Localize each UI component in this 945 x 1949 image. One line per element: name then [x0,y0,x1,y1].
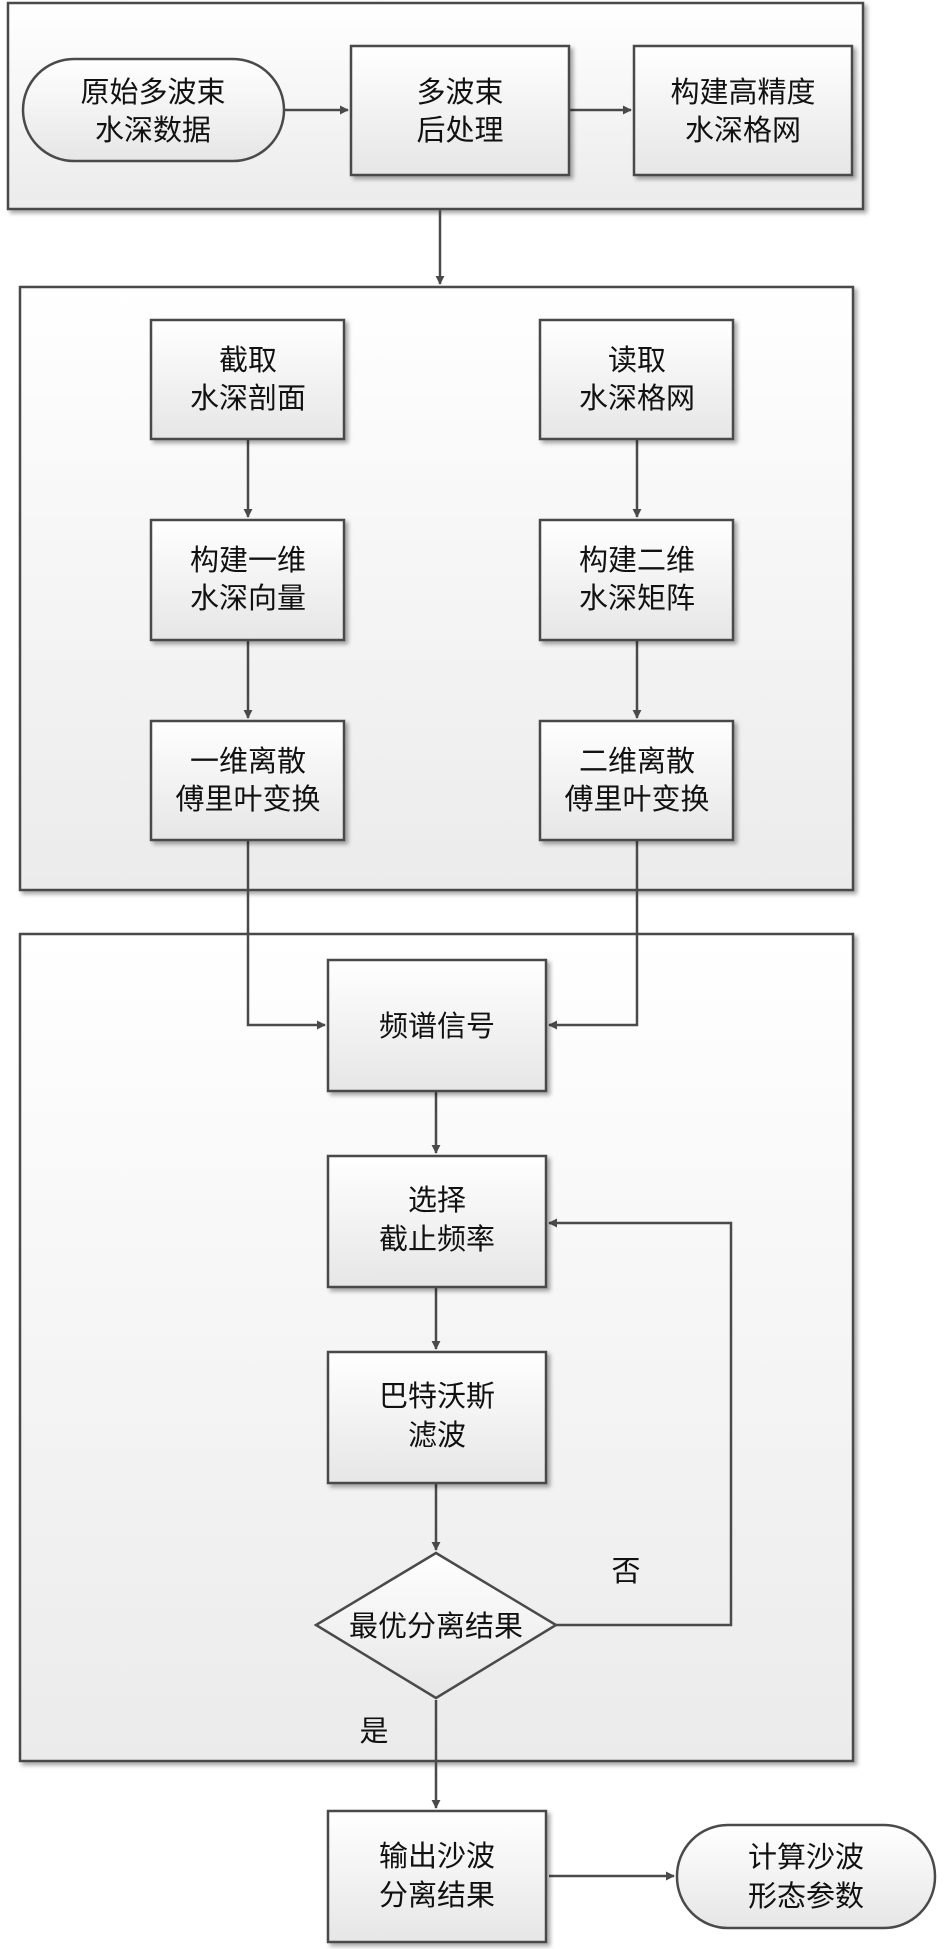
node-butterworth-line2: 滤波 [408,1418,466,1452]
node-build-grid-line2: 水深格网 [685,113,801,147]
node-raw-multibeam-line1: 原始多波束 [80,75,225,109]
node-dft-1d-line1: 一维离散 [190,744,306,778]
node-butterworth: 巴特沃斯 滤波 [326,1350,548,1485]
node-compute-params-line2: 形态参数 [748,1879,864,1913]
node-dft-1d: 一维离散 傅里叶变换 [149,719,346,842]
node-compute-params: 计算沙波 形态参数 [675,1823,937,1930]
node-butterworth-line1: 巴特沃斯 [379,1379,495,1413]
node-read-grid: 读取 水深格网 [538,318,735,441]
node-postprocess-line1: 多波束 [416,75,503,109]
node-select-cutoff-line1: 选择 [408,1183,466,1217]
node-output-result-line2: 分离结果 [379,1878,495,1912]
node-build-grid-line1: 构建高精度 [670,75,815,109]
edge-label-yes: 是 [359,1714,388,1748]
node-build-1d-vector: 构建一维 水深向量 [149,518,346,642]
node-build-1d-vector-line1: 构建一维 [190,543,306,577]
node-postprocess-line2: 后处理 [416,113,503,147]
node-spectrum: 频谱信号 [326,958,548,1093]
node-dft-2d-line2: 傅里叶变换 [564,782,709,816]
connectors [243,105,733,1881]
node-postprocess: 多波束 后处理 [349,44,571,177]
node-dft-1d-line2: 傅里叶变换 [175,782,320,816]
node-build-2d-matrix-line1: 构建二维 [579,543,695,577]
node-cut-profile-line1: 截取 [219,343,277,377]
node-build-2d-matrix-line2: 水深矩阵 [579,581,695,615]
node-optimal-decision-line1: 最优分离结果 [349,1609,523,1643]
node-build-2d-matrix: 构建二维 水深矩阵 [538,518,735,642]
node-cut-profile: 截取 水深剖面 [149,318,346,441]
node-spectrum-line1: 频谱信号 [379,1009,495,1043]
node-read-grid-line2: 水深格网 [579,381,695,415]
node-select-cutoff-line2: 截止频率 [379,1222,495,1256]
node-compute-params-line1: 计算沙波 [748,1840,864,1874]
node-optimal-decision: 最优分离结果 [313,1551,559,1700]
node-select-cutoff: 选择 截止频率 [326,1154,548,1289]
node-read-grid-line1: 读取 [608,343,666,377]
edge-label-no: 否 [611,1554,640,1588]
edge-decision-no-loop [548,1218,733,1627]
edge-dft1d-to-spectrum [246,840,326,1030]
node-output-result-line1: 输出沙波 [379,1839,495,1873]
node-raw-multibeam-line2: 水深数据 [95,113,211,147]
node-raw-multibeam: 原始多波束 水深数据 [21,57,286,163]
node-build-grid: 构建高精度 水深格网 [632,44,854,177]
node-build-1d-vector-line2: 水深向量 [190,581,306,615]
node-dft-2d: 二维离散 傅里叶变换 [538,719,735,842]
node-dft-2d-line1: 二维离散 [579,744,695,778]
node-cut-profile-line2: 水深剖面 [190,381,306,415]
node-output-result: 输出沙波 分离结果 [326,1809,548,1944]
edge-dft2d-to-spectrum [548,840,639,1030]
